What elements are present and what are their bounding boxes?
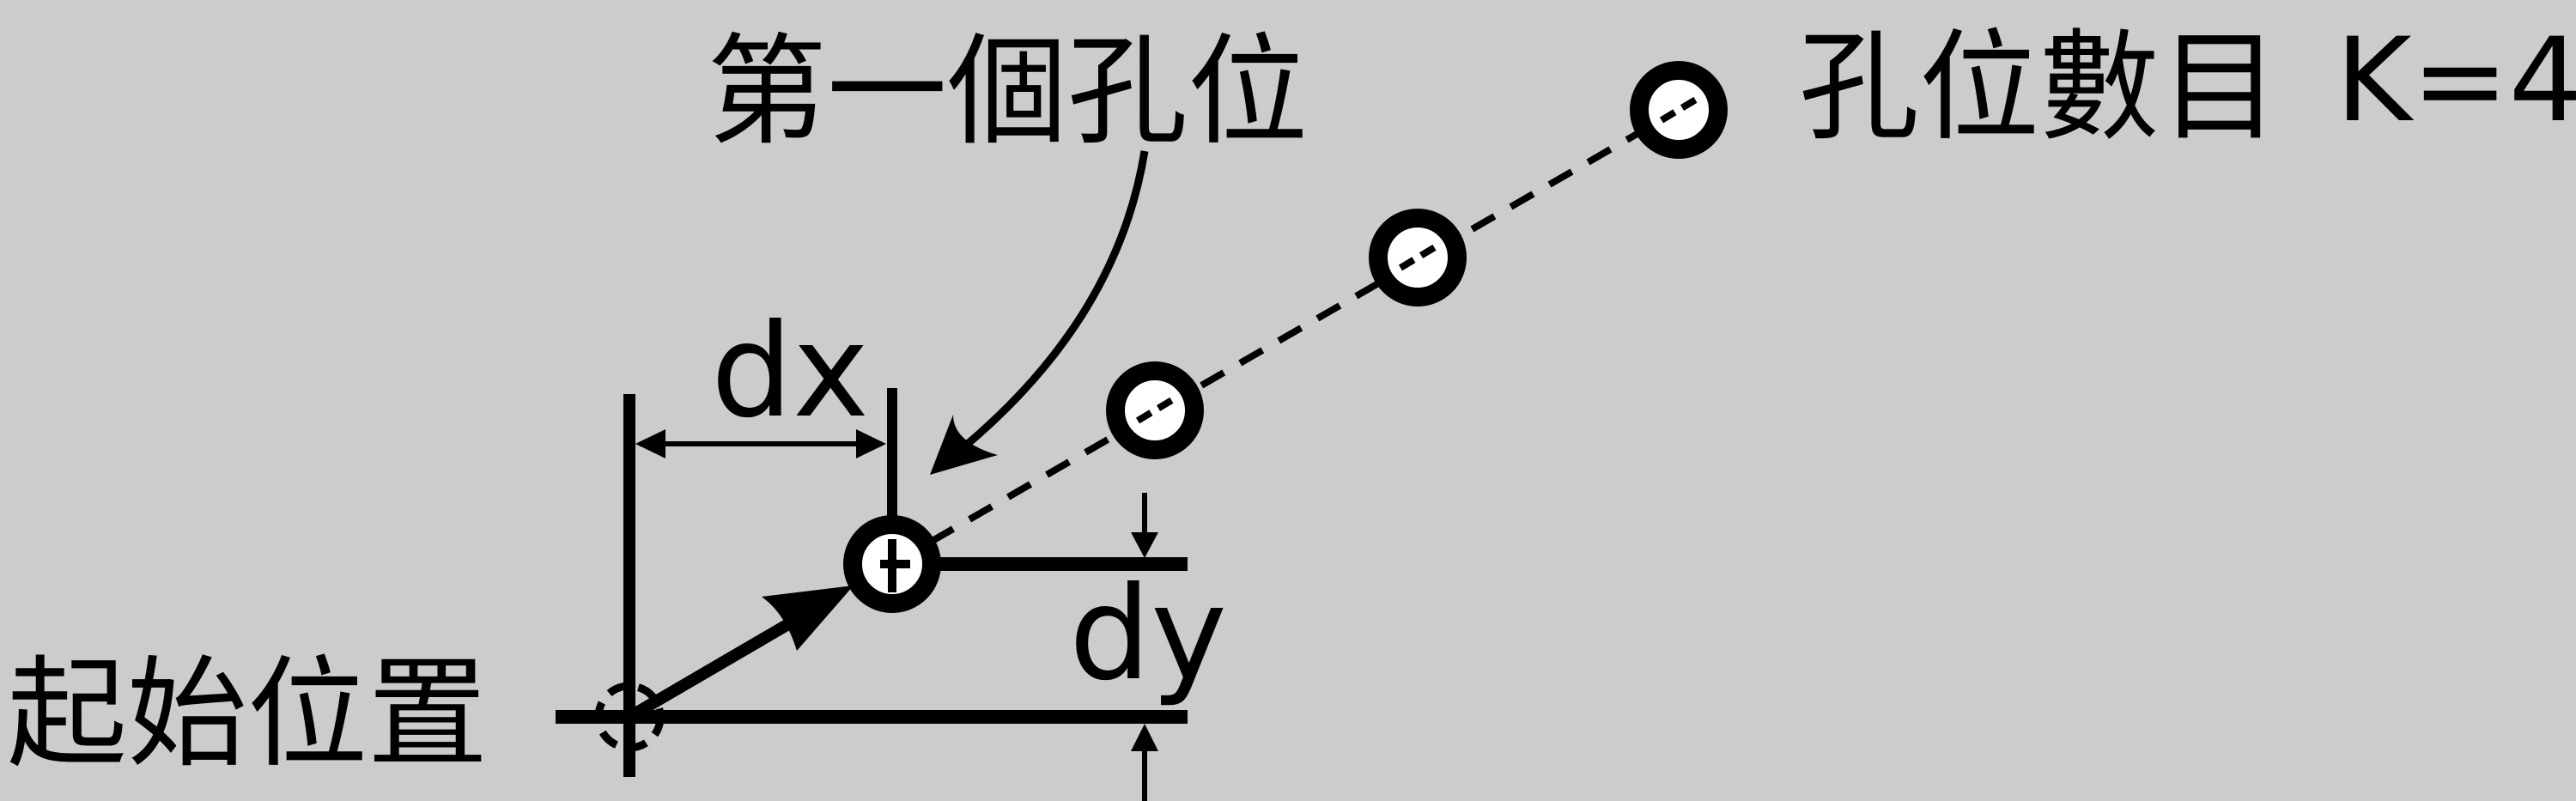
k-value-label: K=4	[2336, 13, 2576, 148]
hole-pattern-dashed-line	[890, 106, 1681, 567]
start-position-label: 起始位置	[7, 645, 488, 785]
dy-label: dy	[1069, 560, 1227, 709]
start-position-marker	[594, 682, 665, 752]
hole-3	[1369, 209, 1467, 306]
hole-2	[1106, 361, 1204, 459]
hole-count-label: 孔位數目	[1799, 18, 2280, 158]
first-hole-leader-arrow	[930, 150, 1149, 475]
dy-dimension-arrows	[1131, 493, 1158, 801]
dx-label: dx	[711, 297, 869, 446]
hole-4	[1630, 61, 1728, 159]
first-hole-label: 第一個孔位	[707, 22, 1308, 162]
hole-1	[843, 515, 941, 613]
dx-dimension-arrow	[635, 429, 886, 458]
start-to-first-hole-arrow	[626, 586, 854, 723]
